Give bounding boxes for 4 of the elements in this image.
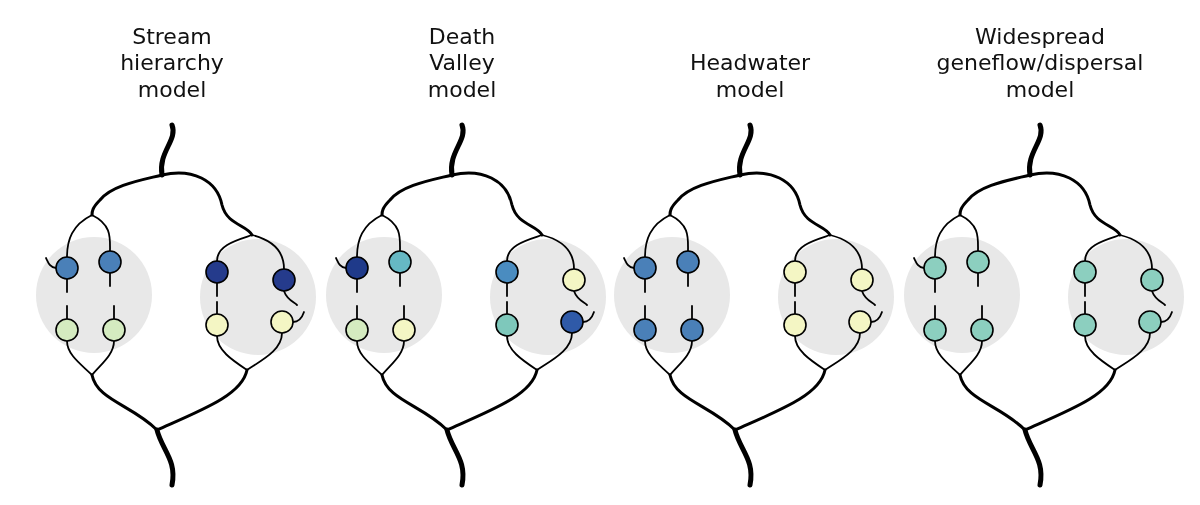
panel-title: Death Valley model	[426, 23, 498, 103]
panel-title: Headwater model	[688, 50, 812, 103]
panel-title: Stream hierarchy model	[119, 23, 225, 103]
panel-title: Widespread geneflow/dispersal model	[935, 23, 1145, 103]
